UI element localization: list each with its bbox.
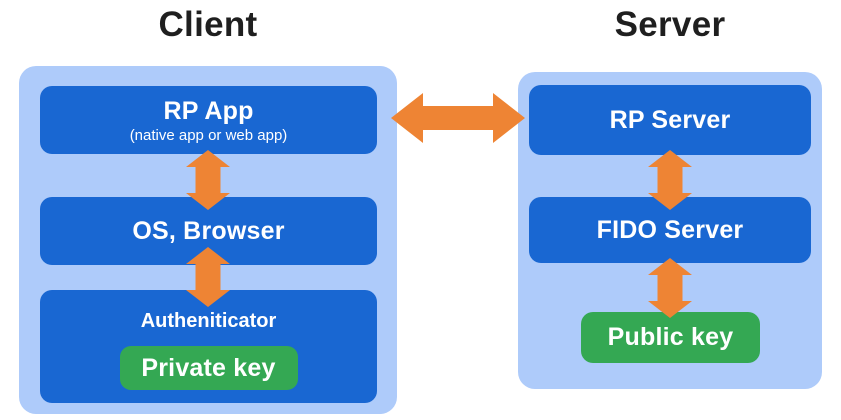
private-key-box: Private key — [119, 346, 298, 390]
fido-public-key-arrow-icon — [648, 258, 692, 318]
authenticator-label: Autheniticator — [140, 310, 277, 332]
rp-server-box: RP Server — [529, 85, 811, 155]
fido-server-box: FIDO Server — [529, 197, 811, 263]
os-browser-label: OS, Browser — [132, 217, 285, 245]
rp-server-fido-arrow-icon — [648, 150, 692, 210]
authenticator-box: Autheniticator Private key — [40, 290, 377, 403]
client-title: Client — [158, 5, 258, 44]
public-key-label: Public key — [607, 323, 734, 351]
rp-app-box: RP App (native app or web app) — [40, 86, 377, 154]
private-key-label: Private key — [141, 354, 276, 382]
public-key-box: Public key — [581, 312, 760, 363]
server-title: Server — [614, 5, 726, 44]
rp-app-os-arrow-icon — [186, 150, 230, 210]
rp-app-sublabel: (native app or web app) — [129, 126, 288, 144]
os-authenticator-arrow-icon — [186, 247, 230, 307]
fido-server-label: FIDO Server — [596, 216, 744, 244]
client-server-arrow-icon — [391, 93, 525, 143]
rp-app-label: RP App — [163, 96, 254, 125]
rp-server-label: RP Server — [609, 106, 731, 134]
